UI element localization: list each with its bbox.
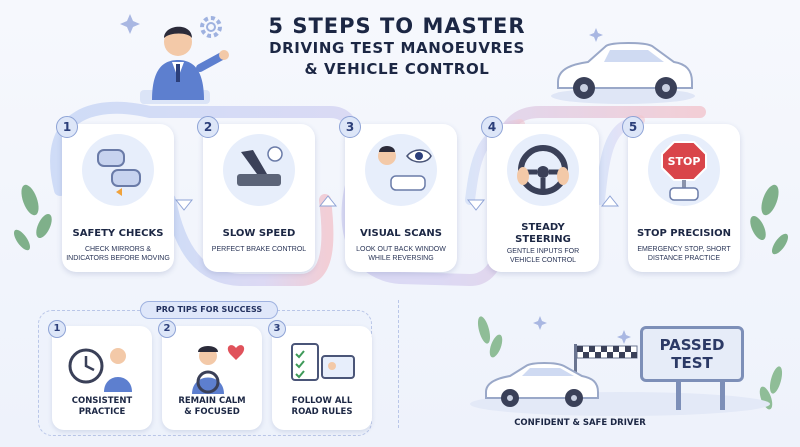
step-title: VISUAL SCANS: [360, 228, 442, 239]
title-line-1: 5 STEPS TO MASTER: [268, 14, 526, 38]
passed-test-sign: PASSED TEST: [640, 326, 744, 382]
tip-number: 1: [48, 320, 66, 338]
step-number: 5: [622, 116, 644, 138]
step-description: EMERGENCY STOP, SHORT DISTANCE PRACTICE: [637, 246, 731, 262]
tip-number: 2: [158, 320, 176, 338]
caption: CONFIDENT & SAFE DRIVER: [514, 418, 646, 428]
stop-sign-icon: STOP: [648, 134, 720, 206]
step-title: SLOW SPEED: [222, 228, 296, 239]
instructor-illustration: [140, 26, 229, 104]
step-card-4: 4 STEADY STEERING GENTLE INPUTS FOR VEHI…: [481, 116, 599, 272]
checklist-icon: [291, 343, 355, 381]
step-title: STOP PRECISION: [636, 228, 732, 239]
step-description: CHECK MIRRORS & INDICATORS BEFORE MOVING: [66, 246, 170, 262]
tip-card-1: 1 CONSISTENT PRACTICE: [48, 320, 152, 430]
step-number: 1: [56, 116, 78, 138]
step-number: 2: [197, 116, 219, 138]
step-description: LOOK OUT BACK WINDOW while reversing: [356, 246, 446, 262]
mirror-icon: [82, 134, 154, 206]
tip-title: REMAIN CALM & FOCUSED: [178, 396, 246, 417]
car-illustration-bottom: [485, 362, 599, 407]
step-number: 4: [481, 116, 503, 138]
tip-card-2: 2 REMAIN CALM & FOCUSED: [158, 320, 262, 430]
sparkle-icon: [120, 14, 631, 344]
step-description: PERFECT BRAKE CONTROL: [211, 246, 307, 253]
tips-label: PRO TIPS FOR SUCCESS: [140, 301, 278, 319]
tip-card-3: 3 FOLLOW ALL ROAD RULES: [268, 320, 372, 430]
eye-icon: [365, 134, 437, 206]
tip-title: CONSISTENT PRACTICE: [71, 396, 133, 417]
car-illustration-top: [551, 42, 695, 104]
checkered-flag-icon: [574, 344, 638, 384]
step-number: 3: [339, 116, 361, 138]
clock-icon: [68, 348, 132, 392]
title-line-3: & VEHICLE CONTROL: [304, 60, 490, 78]
step-title: STEADY STEERING: [515, 222, 571, 245]
page-title: 5 STEPS TO MASTER DRIVING TEST MANOEUVRE…: [232, 14, 562, 80]
arrow-down-icon: [466, 199, 486, 211]
arrow-up-icon: [318, 195, 338, 207]
step-card-5: 5 STOP STOP PRECISION EMERGENCY STOP, SH…: [622, 116, 740, 272]
steering-wheel-icon: [507, 134, 579, 206]
arrow-down-icon: [174, 199, 194, 211]
tip-title: FOLLOW ALL ROAD RULES: [291, 396, 353, 417]
step-title: SAFETY CHECKS: [72, 228, 164, 239]
step-card-2: 2 SLOW SPEED PERFECT BRAKE CONTROL: [197, 116, 315, 272]
stop-sign-text: STOP: [668, 155, 701, 168]
section-divider: [398, 300, 399, 428]
arrow-up-icon: [600, 195, 620, 207]
leaf-decoration-left: [13, 184, 52, 251]
step-card-3: 3 VISUAL SCANS LOOK OUT BACK WINDOW whil…: [339, 116, 457, 272]
heart-icon: [192, 345, 245, 394]
title-line-2: DRIVING TEST MANOEUVRES: [269, 39, 525, 57]
leaf-decoration-right: [750, 184, 789, 255]
brake-pedal-icon: [223, 134, 295, 206]
step-card-1: 1 SAFETY CHECKS CHECK MIRRORS & INDICATO…: [56, 116, 174, 272]
road-scene-illustration: [470, 344, 770, 416]
gear-icon: [200, 16, 222, 38]
step-description: GENTLE INPUTS FOR VEHICLE CONTROL: [506, 248, 580, 264]
tip-number: 3: [268, 320, 286, 338]
